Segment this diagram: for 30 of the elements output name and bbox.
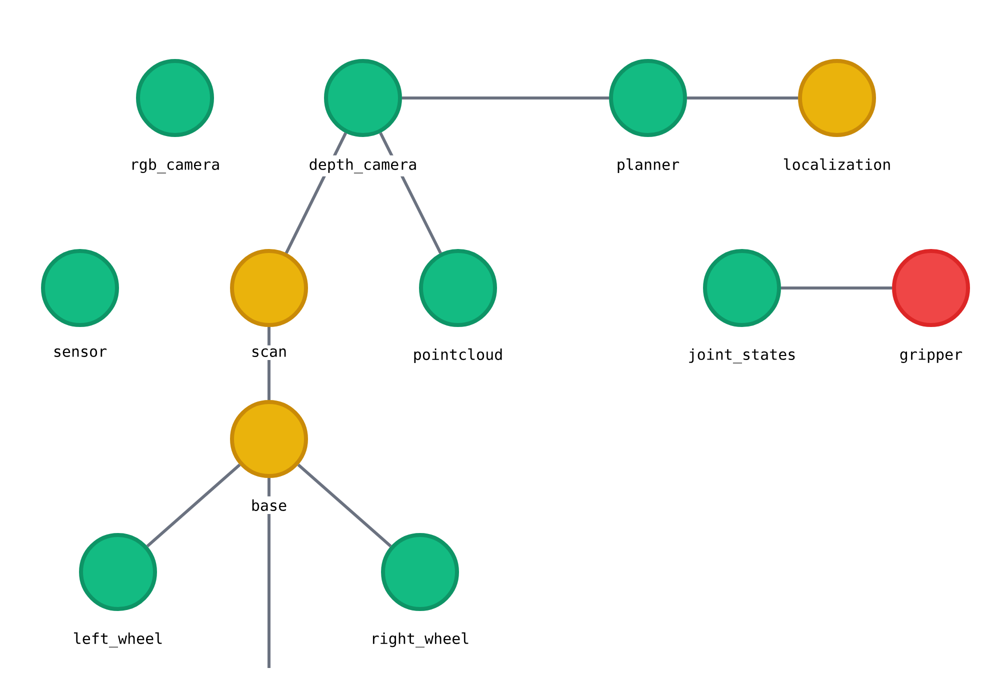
node-circle [230,400,308,478]
node-label: pointcloud [410,345,506,366]
node-circle [41,249,119,327]
node-label: localization [780,155,894,174]
node-circle [703,249,781,327]
node-label: rgb_camera [126,155,224,176]
connector-line [146,464,241,548]
node-label: gripper [896,345,966,366]
connector-line [781,286,892,290]
node-circle [609,59,687,137]
node-circle [324,59,402,137]
connector-line [297,464,392,548]
node-circle [419,249,497,327]
node-circle [79,533,157,611]
node-circle [381,533,459,611]
connector-line [687,96,798,100]
connector-line [402,96,609,100]
node-label: depth_camera [306,155,420,176]
node-label: base [248,496,290,514]
node-label: planner [613,155,683,176]
node-circle [230,249,308,327]
node-label: sensor [50,345,110,360]
node-label: right_wheel [367,629,473,650]
connector-line [268,478,270,668]
node-label: left_wheel [70,629,166,650]
node-label: scan [248,345,290,360]
node-label: joint_states [684,345,800,366]
node-circle [136,59,214,137]
node-circle [892,249,970,327]
node-circle [798,59,876,137]
